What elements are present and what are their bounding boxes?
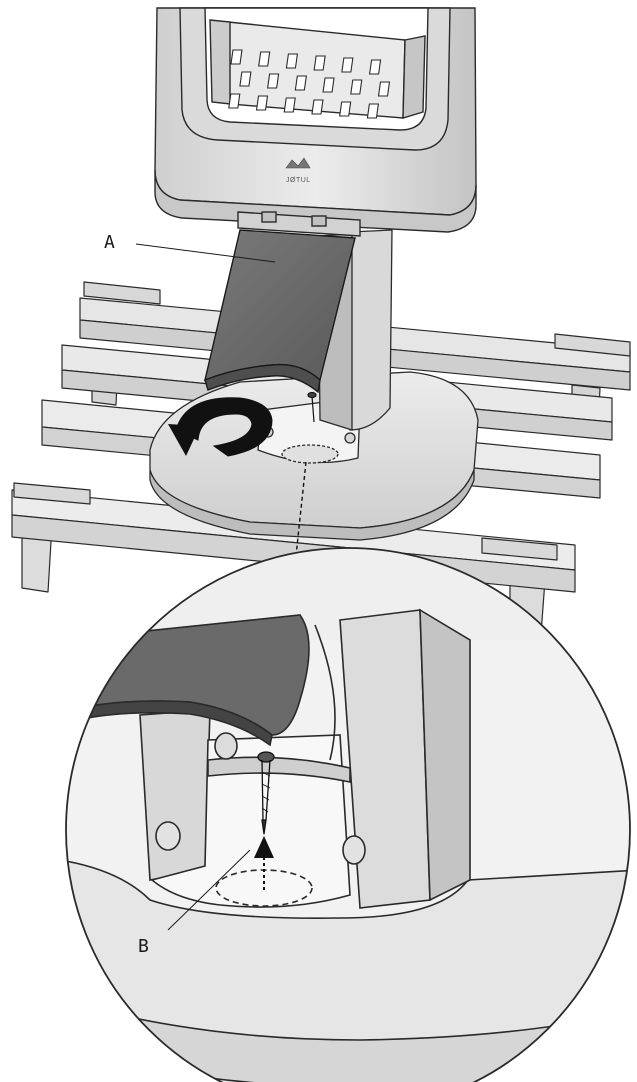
grate-slot xyxy=(339,101,352,117)
grate-slot xyxy=(341,57,354,73)
grate-slot xyxy=(283,97,296,113)
cover-plate-a-lower xyxy=(204,363,321,394)
detail-circle-outline xyxy=(65,547,631,1082)
grate-slot xyxy=(294,75,307,91)
detail-screw-icon xyxy=(257,751,275,835)
pallet-block-front-right xyxy=(481,537,558,561)
detail-cover-plate-edge xyxy=(70,700,273,747)
grate-slot xyxy=(322,77,335,93)
detail-column-left xyxy=(139,709,211,881)
label-a: A xyxy=(104,232,115,253)
grate-slot xyxy=(313,55,326,71)
base-hole xyxy=(281,444,339,464)
label-b: B xyxy=(138,936,149,957)
grate-slot xyxy=(228,93,241,109)
detail-opening xyxy=(150,734,351,908)
grate-slot xyxy=(350,79,363,95)
grate-slot xyxy=(258,51,271,67)
leader-line-b xyxy=(167,849,251,931)
rotate-arrow-icon xyxy=(168,397,273,457)
leader-line-a xyxy=(135,243,276,263)
firebox-grate xyxy=(228,49,391,119)
mount-tab-right xyxy=(311,215,327,227)
grate-slot xyxy=(311,99,324,115)
column-body xyxy=(349,229,393,431)
stove-logo: JØTUL xyxy=(285,157,311,184)
firebox-side-right xyxy=(402,35,426,119)
pallet-block-back-right xyxy=(554,333,631,357)
grate-slot xyxy=(285,53,299,69)
detail-shelf xyxy=(207,756,351,783)
grate-slot xyxy=(267,73,280,89)
detail-knob-right xyxy=(342,835,366,865)
detail-magnifier xyxy=(65,547,631,1082)
grate-slot xyxy=(239,71,252,87)
grate-slot xyxy=(255,95,269,111)
stove-top xyxy=(154,7,477,237)
grate-slot xyxy=(366,103,380,119)
stove-bottom-band xyxy=(154,169,477,233)
detail-knob-left xyxy=(155,821,181,851)
grate-slot xyxy=(377,81,391,97)
grate-slot xyxy=(368,59,382,75)
lion-crest-icon xyxy=(285,157,311,169)
base-plate-edge xyxy=(149,469,475,541)
screw-icon xyxy=(307,391,317,423)
logo-text: JØTUL xyxy=(286,177,311,184)
pallet-block-back-left xyxy=(83,281,161,305)
grate-slot xyxy=(230,49,243,65)
cover-plate-a xyxy=(204,229,356,394)
up-arrow-icon xyxy=(254,836,274,890)
detail-bracket xyxy=(314,624,336,761)
detail-knob-back xyxy=(214,732,238,760)
detail-column-right-face xyxy=(419,608,471,902)
mount-tab-left xyxy=(261,211,277,223)
firebox-side-left xyxy=(209,19,231,105)
base-knob-right xyxy=(344,432,356,444)
pallet-block-front-left xyxy=(13,482,91,505)
